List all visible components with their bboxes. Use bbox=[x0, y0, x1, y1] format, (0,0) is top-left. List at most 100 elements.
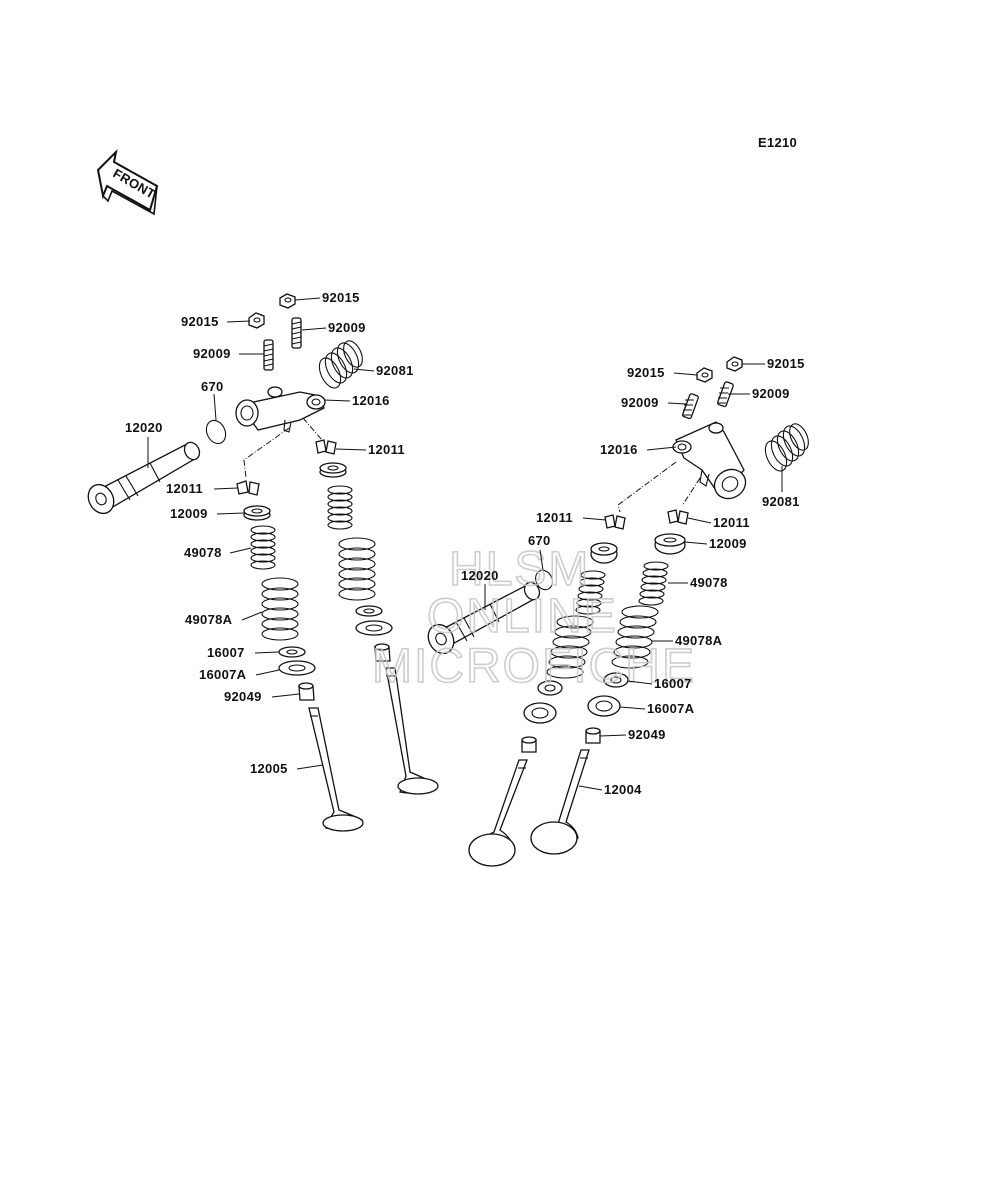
part-label-92009: 92009 bbox=[193, 346, 231, 361]
callout-leader-49078 bbox=[229, 547, 252, 554]
adjuster-screw-92009-left-b bbox=[263, 339, 274, 371]
cotter-12011-left-a bbox=[236, 480, 260, 496]
callout-leader-92015 bbox=[226, 320, 251, 323]
front-arrow-icon: FRONT bbox=[96, 148, 159, 216]
outer-spring-49078a-left-a bbox=[261, 577, 299, 641]
diagram-code: E1210 bbox=[758, 135, 797, 150]
torsion-spring-92081-left bbox=[318, 340, 363, 389]
rocker-arm-12016-right bbox=[672, 421, 747, 500]
intake-valve-12004-right-b bbox=[530, 749, 590, 855]
spring-seat-16007-right-a bbox=[537, 680, 563, 696]
inner-spring-49078-left-b bbox=[327, 485, 353, 530]
o-ring-670-center bbox=[535, 569, 553, 591]
part-label-16007A: 16007A bbox=[199, 667, 247, 682]
exhaust-valve-12005-left-a bbox=[308, 707, 364, 832]
adjuster-screw-92009-right-b bbox=[682, 393, 699, 420]
callout-leader-16007 bbox=[254, 651, 280, 654]
part-label-12011: 12011 bbox=[166, 481, 203, 496]
part-label-12020: 12020 bbox=[125, 420, 163, 435]
callout-leader-12011 bbox=[582, 517, 607, 521]
callout-leader-49078A bbox=[241, 611, 263, 621]
part-label-670: 670 bbox=[528, 533, 551, 548]
cotter-12011-right-b bbox=[667, 509, 689, 525]
part-label-92015: 92015 bbox=[322, 290, 360, 305]
part-label-92049: 92049 bbox=[628, 727, 666, 742]
part-label-92015: 92015 bbox=[627, 365, 665, 380]
outer-spring-49078a-left-b bbox=[338, 537, 376, 601]
part-label-12009: 12009 bbox=[709, 536, 747, 551]
spring-seat-16007-right-b bbox=[603, 672, 629, 688]
spring-seat-16007a-left-b bbox=[355, 620, 393, 636]
part-label-12016: 12016 bbox=[352, 393, 390, 408]
callout-leader-92009 bbox=[667, 402, 687, 405]
inner-spring-49078-right-b bbox=[638, 561, 669, 606]
part-label-92081: 92081 bbox=[376, 363, 414, 378]
spring-seat-16007a-right-b bbox=[587, 695, 621, 717]
rocker-shaft-12020-left bbox=[87, 441, 201, 515]
part-label-16007A: 16007A bbox=[647, 701, 695, 716]
rocker-shaft-12020-center bbox=[427, 581, 541, 655]
stem-seal-92049-left-b bbox=[374, 643, 391, 662]
spring-seat-16007a-right-a bbox=[523, 702, 557, 724]
part-label-92009: 92009 bbox=[621, 395, 659, 410]
callout-leader-670 bbox=[213, 393, 217, 421]
part-label-12004: 12004 bbox=[604, 782, 642, 797]
retainer-12009-right-a bbox=[590, 542, 618, 564]
part-label-49078: 49078 bbox=[184, 545, 222, 560]
callout-leader-12005 bbox=[296, 764, 324, 770]
callout-leader-92081 bbox=[353, 368, 375, 372]
part-label-12011: 12011 bbox=[368, 442, 405, 457]
part-label-92081: 92081 bbox=[762, 494, 800, 509]
watermark-line-1: HLSM bbox=[449, 543, 590, 596]
callout-leader-92049 bbox=[271, 693, 300, 698]
stem-seal-92049-left-a bbox=[298, 682, 315, 701]
callout-leader-12011 bbox=[335, 448, 367, 451]
o-ring-670-left bbox=[205, 419, 227, 445]
part-label-92009: 92009 bbox=[328, 320, 366, 335]
rocker-arm-12016-left bbox=[235, 386, 326, 433]
part-label-12011: 12011 bbox=[536, 510, 573, 525]
torsion-spring-92081-right bbox=[764, 423, 809, 472]
stem-seal-92049-right-b bbox=[585, 727, 601, 744]
part-label-16007: 16007 bbox=[654, 676, 692, 691]
callout-leader-670 bbox=[539, 549, 544, 571]
callout-leader-16007A bbox=[619, 706, 646, 710]
stem-seal-92049-right-a bbox=[521, 736, 537, 753]
part-label-92049: 92049 bbox=[224, 689, 262, 704]
inner-spring-49078-right-a bbox=[575, 570, 606, 615]
watermark-line-3: MICROFICHE bbox=[372, 640, 696, 693]
watermark-line-2: ONLINE bbox=[427, 590, 618, 643]
callout-leader-12016 bbox=[646, 446, 677, 451]
callout-leader-92009 bbox=[301, 327, 327, 331]
callout-leader-92015 bbox=[673, 372, 698, 376]
adjuster-screw-92009-left-a bbox=[291, 317, 302, 349]
outer-spring-49078a-right-a bbox=[546, 615, 594, 679]
cotter-12011-right-a bbox=[604, 514, 626, 530]
part-label-12005: 12005 bbox=[250, 761, 288, 776]
intake-valve-12004-right-a bbox=[468, 759, 528, 867]
outer-spring-49078a-right-b bbox=[611, 605, 659, 669]
retainer-12009-left-b bbox=[319, 462, 347, 478]
callout-leader-12004 bbox=[578, 785, 603, 791]
part-label-49078A: 49078A bbox=[185, 612, 233, 627]
exhaust-valve-12005-left-b bbox=[385, 667, 439, 795]
part-label-12009: 12009 bbox=[170, 506, 208, 521]
inner-spring-49078-left-a bbox=[250, 525, 276, 570]
part-label-670: 670 bbox=[201, 379, 224, 394]
retainer-12009-left-a bbox=[243, 505, 271, 521]
nut-92015-left-b bbox=[248, 312, 265, 329]
retainer-12009-right-b bbox=[654, 533, 686, 555]
spring-seat-16007-left-a bbox=[278, 646, 306, 658]
callout-leader-16007 bbox=[627, 680, 653, 685]
nut-92015-right-b bbox=[696, 367, 713, 383]
callout-leader-16007A bbox=[255, 669, 280, 676]
spring-seat-16007-left-b bbox=[355, 605, 383, 617]
adjuster-screw-92009-right-a bbox=[717, 381, 734, 408]
part-label-12020: 12020 bbox=[461, 568, 499, 583]
callout-leader-12011 bbox=[213, 487, 239, 490]
part-label-49078A: 49078A bbox=[675, 633, 723, 648]
spring-seat-16007a-left-a bbox=[278, 660, 316, 676]
callout-leader-12009 bbox=[684, 541, 708, 545]
callout-layer: 92015 92015 92009 92009 92081 670 12016 12020 12… bbox=[125, 290, 804, 797]
